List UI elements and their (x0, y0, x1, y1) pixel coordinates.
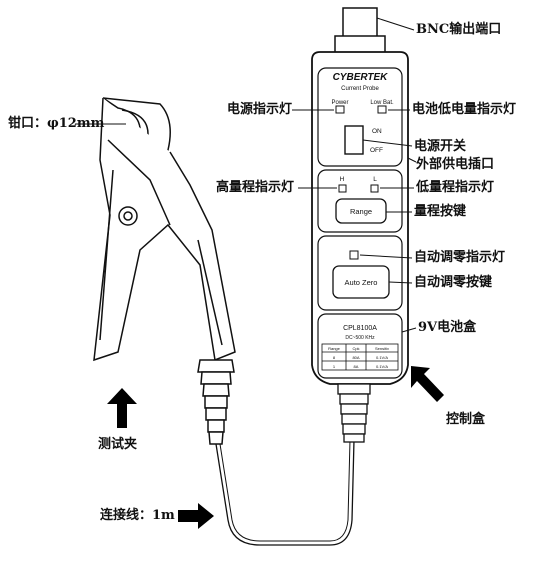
h-label: H (340, 176, 345, 183)
device-subtitle: Current Probe (341, 86, 379, 92)
callout-range-key: 量程按键 (414, 204, 467, 219)
power-led-label: Power (331, 100, 348, 106)
arrow-control-box (411, 366, 444, 402)
table-header-2: Sensitiv (375, 346, 389, 351)
low-bat-led (377, 105, 387, 114)
table-cell-1-1: 8A (354, 364, 359, 369)
table-cell-0-2: 0.1V/A (376, 355, 388, 360)
table-cell-0-1: 80A (352, 355, 359, 360)
on-label: ON (372, 128, 382, 135)
callout-jaw-opening: 钳口：φ12mm (8, 116, 105, 131)
box-strain-relief (337, 383, 371, 443)
high-range-led (338, 184, 347, 193)
callout-cable: 连接线：1m (100, 508, 175, 523)
low-range-led (370, 184, 379, 193)
callout-auto-zero-key: 自动调零按键 (414, 275, 493, 290)
spec-label: DC~500 KHz (345, 335, 375, 341)
table-cell-1-0: 1 (333, 364, 336, 369)
auto-zero-button-label: Auto Zero (345, 278, 378, 287)
callout-power-switch: 电源开关 (414, 139, 467, 154)
bnc-connector (334, 7, 386, 57)
callout-low-range-led: 低量程指示灯 (416, 180, 495, 195)
brand-logo: CYBERTEK (333, 72, 389, 83)
callout-high-range-led: 高量程指示灯 (216, 180, 295, 195)
test-clamp (93, 97, 236, 445)
table-header-0: Range (328, 346, 341, 351)
auto-zero-led (349, 250, 359, 260)
clamp-strain-relief (197, 359, 235, 445)
arrow-test-clamp (107, 388, 137, 428)
model-label: CPL8100A (343, 325, 377, 332)
low-bat-led-label: Low Bat. (370, 100, 394, 106)
table-cell-1-2: 0.1V/A (376, 364, 388, 369)
callout-power-led: 电源指示灯 (227, 102, 293, 117)
range-button[interactable] (335, 198, 387, 224)
battery-box (317, 313, 403, 379)
leader-lines (75, 17, 417, 333)
callout-external-power: 外部供电插口 (416, 157, 495, 172)
top-panel (317, 67, 403, 167)
table-header-1: Cpk (352, 346, 359, 351)
callout-test-clamp: 测试夹 (98, 437, 138, 452)
connection-cable (215, 439, 355, 546)
callout-auto-zero-led: 自动调零指示灯 (414, 250, 506, 265)
l-label: L (373, 176, 377, 183)
spec-table (321, 343, 399, 371)
power-switch[interactable] (344, 125, 364, 155)
range-button-label: Range (350, 207, 372, 216)
table-cell-0-0: 8 (333, 355, 336, 360)
callout-control-box: 控制盒 (446, 412, 486, 427)
callout-battery-box: 9V电池盒 (418, 320, 477, 335)
off-label: OFF (370, 147, 383, 154)
callout-low-battery-led: 电池低电量指示灯 (412, 102, 517, 117)
callout-bnc-output: BNC输出端口 (416, 22, 502, 37)
power-led (335, 105, 345, 114)
arrow-cable (178, 503, 214, 529)
